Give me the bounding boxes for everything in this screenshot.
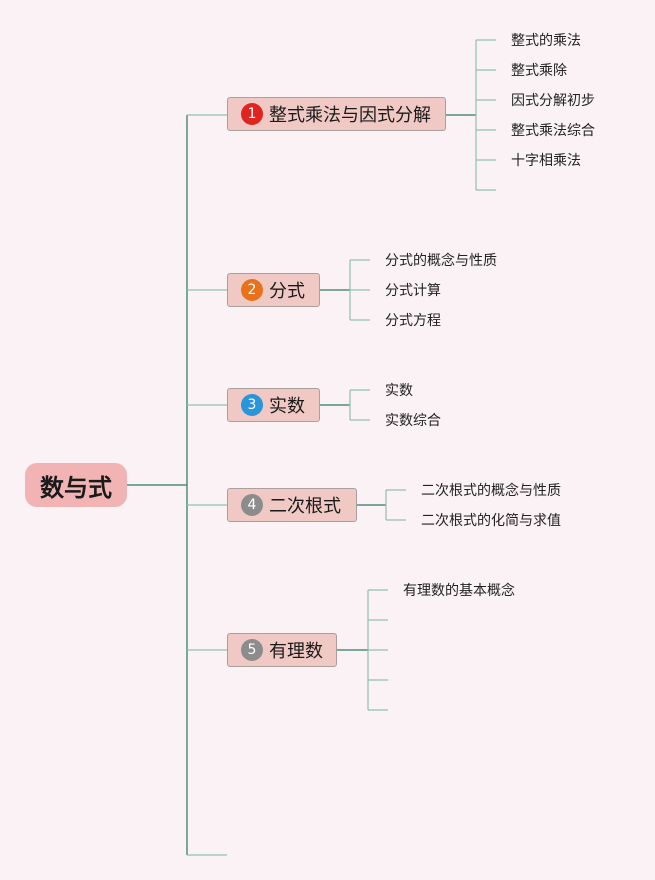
leaf-item[interactable]: 分式的概念与性质 [385, 253, 497, 269]
leaf-item[interactable]: 二次根式的化简与求值 [421, 513, 561, 529]
number-badge-2: 2 [241, 279, 263, 301]
root-node[interactable]: 数与式 [25, 463, 127, 507]
leaf-item[interactable]: 二次根式的概念与性质 [421, 483, 561, 499]
branch-label-1: 整式乘法与因式分解 [269, 105, 431, 126]
branch-node-5[interactable]: 5 有理数 [227, 633, 337, 667]
branch-node-2[interactable]: 2 分式 [227, 273, 320, 307]
leaf-item[interactable]: 因式分解初步 [511, 93, 595, 109]
leaf-item[interactable]: 整式的乘法 [511, 33, 581, 49]
branch-label-5: 有理数 [269, 641, 323, 662]
number-badge-5: 5 [241, 639, 263, 661]
leaf-item[interactable]: 分式计算 [385, 283, 441, 299]
number-badge-1: 1 [241, 103, 263, 125]
branch-label-4: 二次根式 [269, 496, 341, 517]
leaf-item[interactable]: 有理数的基本概念 [403, 583, 515, 599]
number-badge-3: 3 [241, 394, 263, 416]
branch-node-3[interactable]: 3 实数 [227, 388, 320, 422]
branch-label-2: 分式 [269, 281, 305, 302]
leaf-item[interactable]: 实数综合 [385, 413, 441, 429]
leaf-item[interactable]: 整式乘除 [511, 63, 567, 79]
leaf-item[interactable]: 十字相乘法 [511, 153, 581, 169]
branch-node-1[interactable]: 1 整式乘法与因式分解 [227, 97, 446, 131]
leaf-item[interactable]: 分式方程 [385, 313, 441, 329]
number-badge-4: 4 [241, 494, 263, 516]
leaf-item[interactable]: 实数 [385, 383, 413, 399]
leaf-item[interactable]: 整式乘法综合 [511, 123, 595, 139]
branch-label-3: 实数 [269, 396, 305, 417]
branch-node-4[interactable]: 4 二次根式 [227, 488, 357, 522]
